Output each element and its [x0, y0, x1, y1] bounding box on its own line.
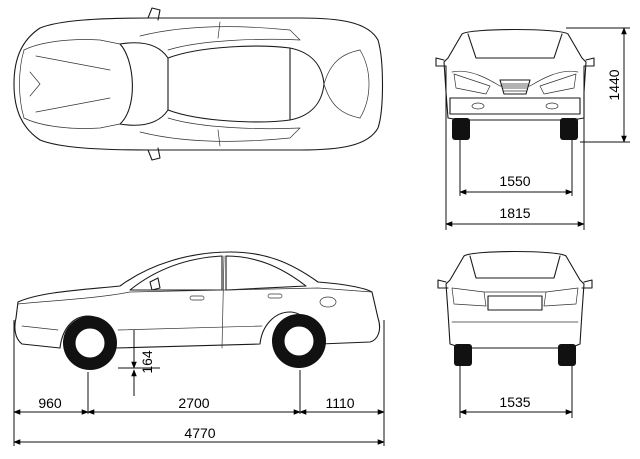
- dim-wheelbase: 2700: [178, 395, 209, 411]
- front-view: [435, 28, 595, 140]
- side-view: [14, 251, 381, 370]
- dim-overall-width: 1815: [499, 205, 530, 221]
- dim-rear-overhang: 1110: [325, 395, 354, 411]
- front-wheel: [63, 316, 117, 370]
- dim-rear-track: 1535: [499, 394, 530, 410]
- dim-front-track: 1550: [499, 173, 530, 189]
- dim-overall-length: 4770: [184, 425, 215, 441]
- dimension-lines: [13, 27, 630, 446]
- dim-height: 1440: [606, 69, 622, 100]
- dim-ground-clearance: 164: [139, 350, 155, 374]
- top-view: [13, 7, 384, 161]
- dim-front-overhang: 960: [38, 395, 62, 411]
- rear-view: [437, 250, 593, 366]
- rear-wheel: [272, 314, 326, 368]
